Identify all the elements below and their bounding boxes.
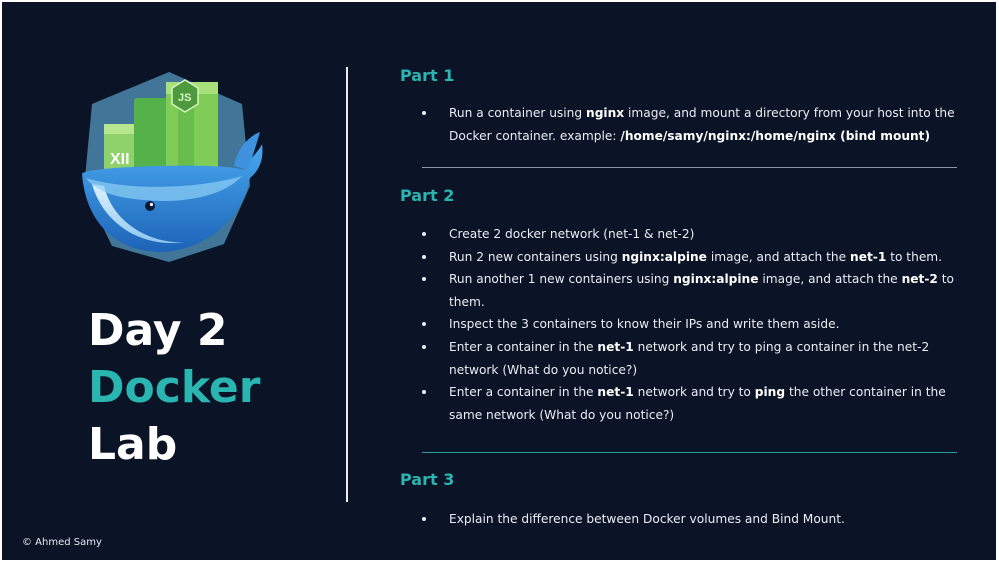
bullet-icon (422, 322, 426, 327)
list-item: Run another 1 new containers using nginx… (422, 268, 962, 313)
bullet-icon (422, 517, 426, 521)
list-item: Run a container using nginx image, and m… (422, 102, 962, 147)
list-item: Enter a container in the net-1 network a… (422, 336, 962, 381)
item-text: network and try to (633, 385, 755, 400)
item-text: Run 2 new containers using (449, 249, 622, 264)
slide-title: Day 2 Docker Lab (88, 302, 260, 473)
item-text: Run another 1 new containers using (449, 272, 674, 287)
copyright: © Ahmed Samy (22, 537, 102, 548)
bullet-icon (422, 232, 426, 236)
list-item: Run 2 new containers using nginx:alpine … (422, 246, 962, 269)
part-2-title: Part 2 (400, 186, 455, 205)
item-text: the other container in the same network … (449, 385, 946, 422)
bullet-icon (422, 254, 426, 259)
part-3-title: Part 3 (400, 470, 455, 489)
item-text: image, and mount a directory from your h… (449, 106, 955, 143)
bullet-icon (422, 277, 426, 282)
part-1-list: Run a container using nginx image, and m… (422, 102, 962, 147)
title-docker: Docker (88, 362, 261, 413)
bold-text: /home/samy/nginx:/home/nginx (bind mount… (620, 128, 931, 143)
bold-text: nginx:alpine (621, 249, 707, 264)
item-text: image, and attach the (706, 249, 851, 264)
bold-text: net-1 (597, 385, 634, 400)
part-divider (422, 452, 957, 453)
bold-text: ping (754, 385, 786, 400)
item-text: image, and attach the (758, 272, 902, 287)
title-day: Day 2 (88, 305, 228, 356)
bold-text: net-1 (850, 249, 887, 264)
js-badge-text: JS (178, 92, 191, 104)
item-text: network and try to ping a container in t… (449, 339, 930, 377)
bold-text: nginx:alpine (673, 272, 759, 287)
item-text: Enter a container in the (449, 339, 598, 354)
bullet-icon (422, 344, 426, 349)
bullet-icon (422, 111, 426, 115)
xii-badge-text: XII (110, 151, 130, 168)
vertical-divider (346, 67, 348, 502)
list-item: Explain the difference between Docker vo… (422, 508, 962, 531)
bullet-icon (422, 390, 426, 395)
item-text: Create 2 docker network (net-1 & net-2) (449, 227, 695, 241)
part-3-list: Explain the difference between Docker vo… (422, 508, 962, 531)
bold-text: net-1 (597, 339, 634, 354)
list-item: Inspect the 3 containers to know their I… (422, 313, 962, 336)
title-lab: Lab (88, 419, 178, 470)
docker-whale-logo: JS XII (82, 72, 263, 262)
bold-text: net-2 (901, 272, 938, 287)
part-divider (422, 167, 957, 168)
part-2-list: Create 2 docker network (net-1 & net-2) R… (422, 223, 962, 426)
item-text: Enter a container in the (449, 385, 598, 400)
item-text: Inspect the 3 containers to know their I… (449, 317, 840, 332)
part-1-title: Part 1 (400, 66, 455, 85)
item-text: Run a container using (449, 106, 587, 120)
item-text: to them. (886, 249, 943, 264)
list-item: Enter a container in the net-1 network a… (422, 381, 962, 426)
bold-text: nginx (586, 106, 625, 120)
item-text: to them. (449, 272, 954, 309)
item-text: Explain the difference between Docker vo… (449, 512, 845, 526)
list-item: Create 2 docker network (net-1 & net-2) (422, 223, 962, 246)
